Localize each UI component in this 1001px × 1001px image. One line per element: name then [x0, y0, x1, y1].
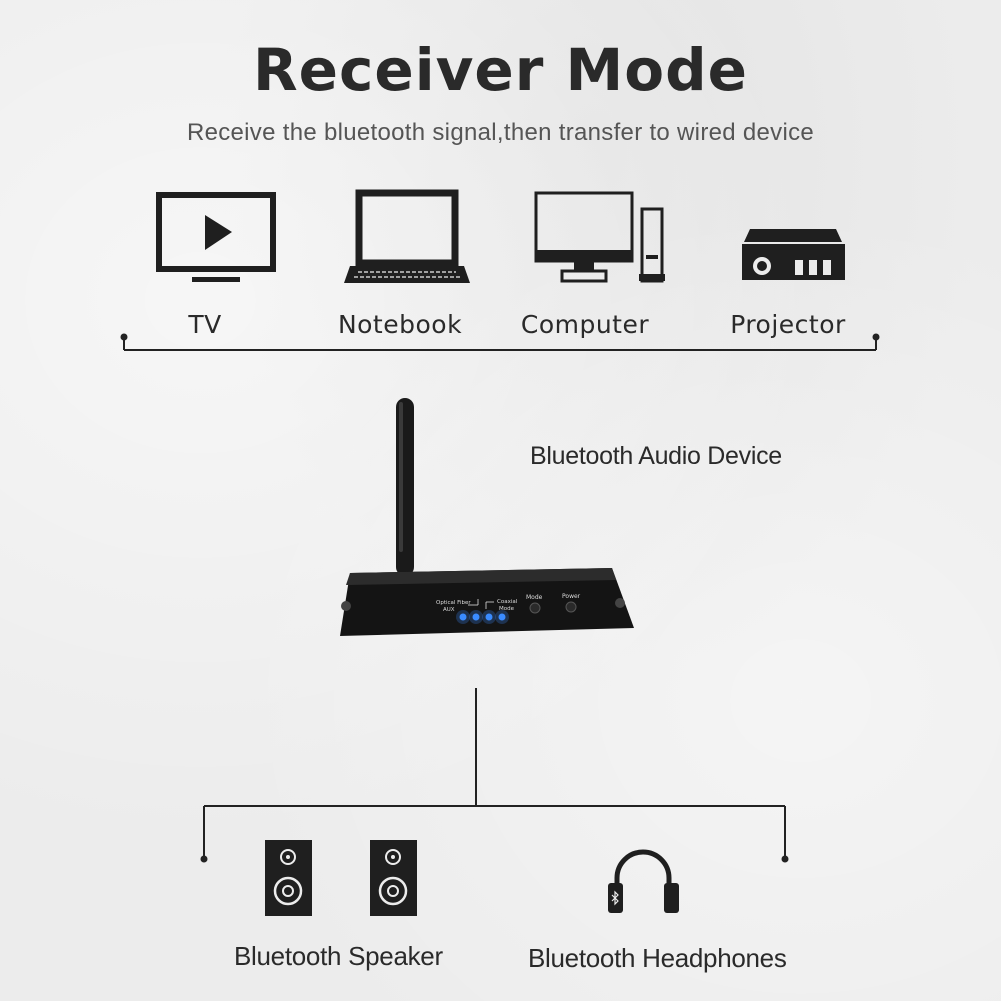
- panel-optical-label: Optical Fiber: [436, 600, 471, 606]
- notebook-icon: [344, 189, 470, 283]
- source-label-tv: TV: [188, 310, 222, 339]
- output-dot-left: [200, 855, 208, 863]
- speaker-icon: [265, 840, 417, 916]
- output-dot-right: [781, 855, 789, 863]
- source-label-notebook: Notebook: [337, 310, 463, 339]
- bluetooth-icon: [611, 890, 619, 906]
- source-label-computer: Computer: [520, 310, 650, 339]
- projector-icon: [742, 229, 845, 280]
- panel-aux-label: AUX: [443, 607, 455, 613]
- source-label-projector: Projector: [730, 310, 846, 339]
- headphones-icon: [608, 849, 679, 913]
- computer-icon: [534, 191, 665, 283]
- power-button: [565, 601, 577, 613]
- panel-mode-label: Mode: [526, 594, 543, 601]
- panel-power-label: Power: [562, 593, 581, 600]
- page-subtitle: Receive the bluetooth signal,then transf…: [186, 119, 815, 146]
- tv-icon: [156, 192, 276, 282]
- receiver-device: Optical Fiber AUX Coaxial Mode Mode Powe…: [340, 398, 634, 636]
- bracket-dot-left: [120, 333, 128, 341]
- mode-button: [529, 602, 541, 614]
- panel-mode-small-label: Mode: [499, 606, 515, 612]
- device-label: Bluetooth Audio Device: [530, 442, 782, 470]
- page-title: Receiver Mode: [253, 36, 748, 104]
- antenna: [396, 398, 414, 576]
- panel-coaxial-label: Coaxial: [497, 599, 518, 605]
- output-label-speaker: Bluetooth Speaker: [234, 941, 443, 971]
- output-connector: [203, 688, 786, 858]
- device-leds: [456, 610, 509, 624]
- output-label-headphones: Bluetooth Headphones: [528, 943, 787, 973]
- bracket-dot-right: [872, 333, 880, 341]
